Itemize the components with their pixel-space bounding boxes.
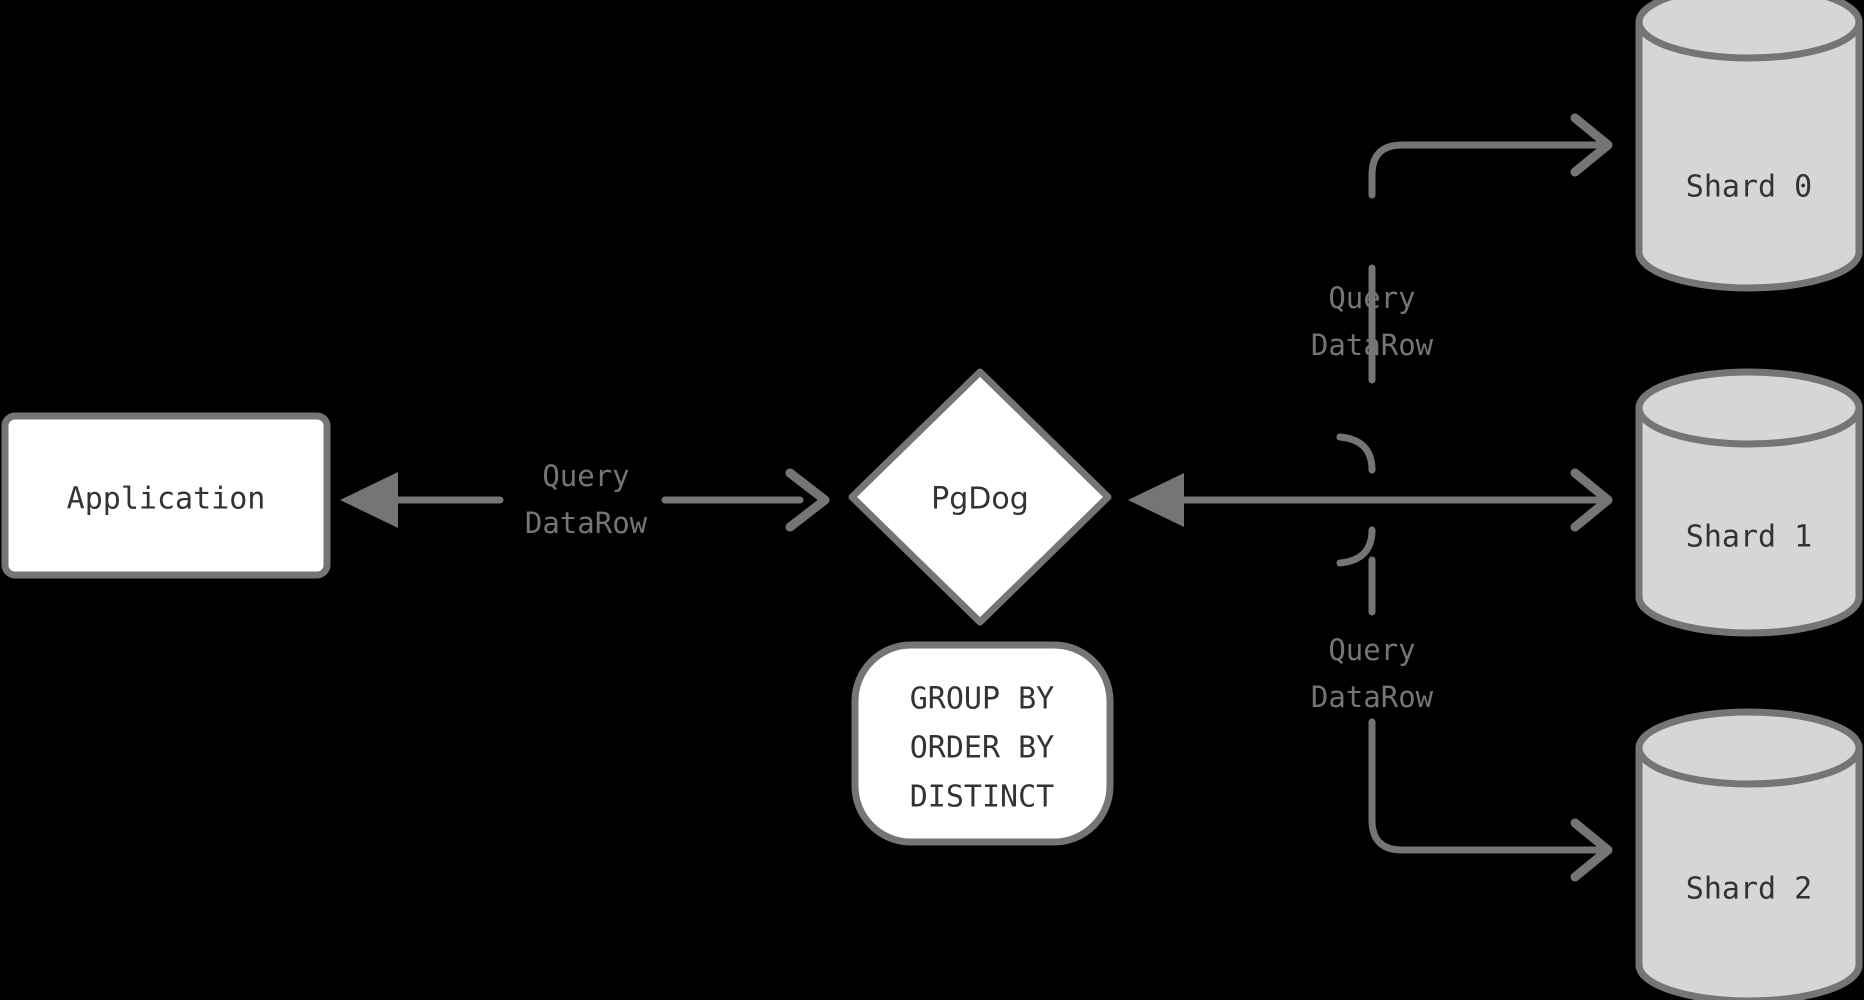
operations-line-3: DISTINCT [910, 780, 1055, 815]
operations-box[interactable] [851, 641, 1114, 846]
branch-to-shard0 [1368, 141, 1602, 199]
shard-2-label: Shard 2 [1686, 872, 1812, 907]
edge-label-pgdog-shard0: Query DataRow [1311, 281, 1434, 362]
arrowhead-to-application [340, 472, 398, 528]
edge-trunk-upper [1336, 113, 1613, 474]
edge-label-app-pgdog-line2: DataRow [525, 506, 648, 540]
shard-0-cylinder-top [1635, 0, 1863, 62]
node-shard-0[interactable]: Shard 0 [1635, 0, 1863, 292]
branch-to-shard2 [1368, 718, 1602, 854]
edge-label-shard2-line2: DataRow [1311, 680, 1434, 714]
node-shard-1[interactable]: Shard 1 [1635, 368, 1863, 637]
application-box[interactable] [1, 412, 331, 579]
operations-line-2: ORDER BY [910, 731, 1055, 766]
arrowhead-to-pgdog [785, 468, 830, 532]
arrowhead-to-shard1 [1570, 468, 1613, 532]
node-pgdog[interactable]: PgDog [848, 368, 1112, 626]
application-label: Application [67, 482, 266, 517]
trunk-upper-junction-curve [1336, 433, 1376, 474]
edge-label-shard0-line2: DataRow [1311, 328, 1434, 362]
edge-label-shard0-line1: Query [1328, 281, 1415, 315]
edge-label-app-pgdog-line1: Query [542, 459, 629, 493]
node-operations[interactable]: GROUP BY ORDER BY DISTINCT [851, 641, 1114, 846]
node-shard-2[interactable]: Shard 2 [1635, 708, 1863, 1000]
pgdog-label: PgDog [931, 482, 1029, 517]
trunk-lower-junction-curve [1336, 526, 1376, 567]
edge-shards-to-pgdog [1128, 473, 1376, 527]
edge-pgdog-to-application [340, 468, 830, 532]
shard-2-cylinder-top [1635, 708, 1863, 788]
shard-1-cylinder-top [1635, 368, 1863, 448]
shard-1-cylinder-body[interactable] [1635, 404, 1863, 637]
shard-0-cylinder-body[interactable] [1635, 18, 1863, 292]
edge-label-pgdog-shard2: Query DataRow [1311, 633, 1434, 714]
operations-line-1: GROUP BY [910, 682, 1055, 717]
edge-label-shard2-line1: Query [1328, 633, 1415, 667]
pgdog-diamond[interactable] [848, 368, 1112, 626]
edge-bus-to-shard1 [1368, 468, 1613, 532]
shard-1-label: Shard 1 [1686, 520, 1812, 555]
shard-0-label: Shard 0 [1686, 170, 1812, 205]
arrowhead-to-shard0 [1570, 113, 1613, 177]
edge-trunk-lower [1336, 526, 1613, 882]
shard-2-cylinder-body[interactable] [1635, 744, 1863, 1000]
edge-label-app-pgdog: Query DataRow [525, 459, 648, 540]
arrowhead-to-shard2 [1570, 818, 1613, 882]
arrowhead-bus-to-pgdog [1128, 473, 1184, 527]
node-application[interactable]: Application [1, 412, 331, 579]
